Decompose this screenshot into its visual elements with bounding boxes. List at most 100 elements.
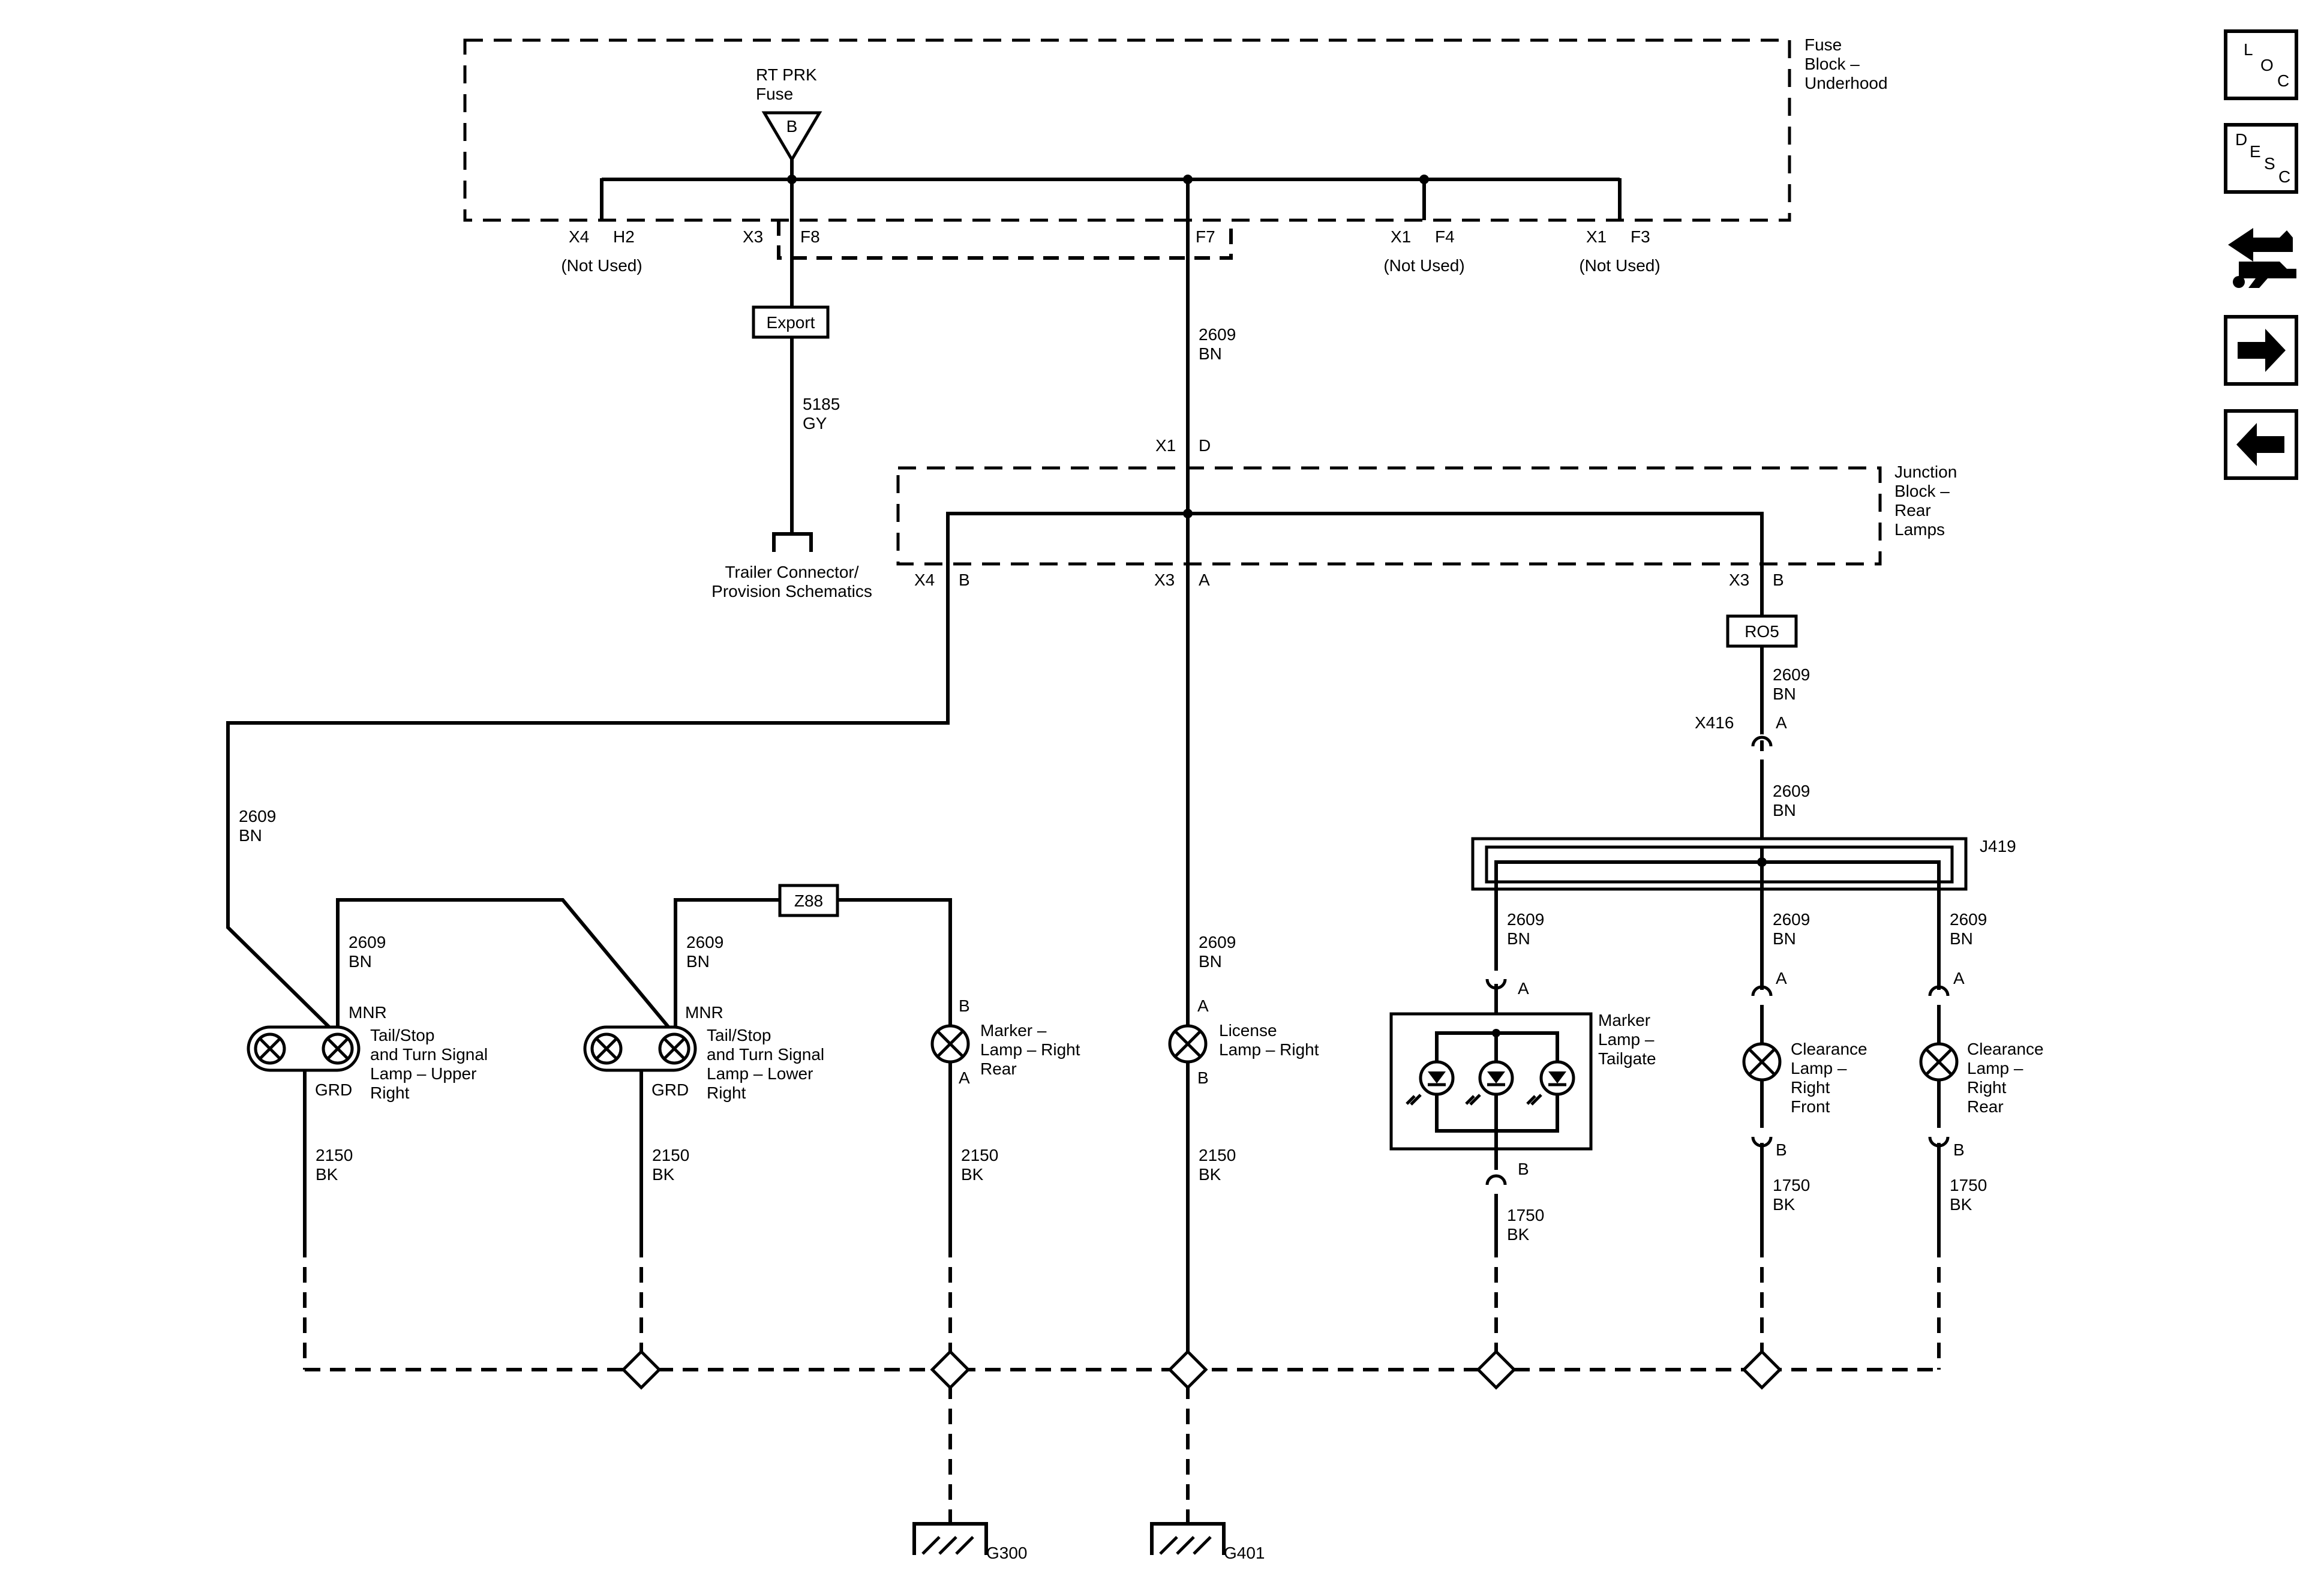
wire-2609-bn-tail-upper — [226, 564, 950, 1037]
svg-text:X1: X1 — [1391, 227, 1411, 246]
led-icon — [1465, 1060, 1514, 1106]
svg-text:Export: Export — [767, 313, 815, 332]
svg-text:B: B — [1773, 571, 1784, 589]
previous-page-button[interactable] — [2224, 409, 2298, 480]
pin-a: A — [1197, 996, 1209, 1015]
fuse-block-pin-labels: X4 H2 (Not Used) X3 F8 F7 X1 F4 (Not Use… — [561, 227, 1660, 275]
location-button[interactable]: L O C — [2224, 29, 2298, 100]
svg-text:X3: X3 — [1154, 571, 1175, 589]
junction-input-pin-terminal: D — [1199, 436, 1211, 455]
trailer-connector-label: Trailer Connector/Provision Schematics — [711, 563, 872, 601]
svg-text:E: E — [2250, 142, 2261, 161]
tail-stop-turn-lamp-lower-right[interactable] — [583, 1025, 697, 1072]
svg-text:F7: F7 — [1196, 227, 1215, 246]
x416-inline-connector[interactable] — [1750, 734, 1774, 760]
j419-label: J419 — [1980, 837, 2016, 855]
svg-text:B: B — [959, 571, 970, 589]
svg-text:(Not Used): (Not Used) — [561, 256, 642, 275]
z88-option-box[interactable]: Z88 — [778, 884, 839, 917]
tail-stop-turn-lamp-upper-right[interactable] — [247, 1025, 361, 1072]
splice-diamonds — [621, 1349, 1782, 1390]
pin-b: B — [1953, 1140, 1965, 1159]
svg-text:F3: F3 — [1631, 227, 1650, 246]
svg-text:X3: X3 — [1729, 571, 1749, 589]
junction-input-pin-connector: X1 — [1155, 436, 1176, 455]
bus-junction-dot — [1419, 175, 1429, 184]
ground-g401-label: G401 — [1224, 1544, 1265, 1562]
clearance-lamp-right-front[interactable] — [1742, 1042, 1782, 1082]
svg-text:H2: H2 — [613, 227, 635, 246]
connector-hand-icon[interactable] — [2228, 228, 2296, 288]
trailer-connector-icon[interactable] — [772, 532, 813, 552]
svg-text:O: O — [2260, 56, 2274, 74]
wire-2609-bn-marker-rear — [837, 898, 952, 1026]
clearance-lamp-right-rear[interactable] — [1919, 1042, 1959, 1082]
pin-a: A — [959, 1068, 970, 1087]
ground-g401-icon[interactable] — [1150, 1522, 1226, 1555]
pin-mnr: MNR — [685, 1003, 723, 1022]
pin-grd: GRD — [315, 1080, 352, 1099]
pin-mnr: MNR — [349, 1003, 387, 1022]
svg-text:B: B — [786, 117, 798, 136]
marker-lamp-right-rear[interactable] — [930, 1024, 970, 1064]
license-lamp-right[interactable] — [1168, 1024, 1208, 1064]
desc-icon: D E S C — [2235, 130, 2290, 186]
pin-a: A — [1518, 979, 1529, 998]
svg-text:X1: X1 — [1586, 227, 1607, 246]
svg-text:F4: F4 — [1435, 227, 1455, 246]
svg-text:X4: X4 — [569, 227, 589, 246]
pin-grd: GRD — [651, 1080, 689, 1099]
junction-bus-dot — [1183, 509, 1193, 518]
led-icon — [1526, 1060, 1575, 1106]
pin-a: A — [1953, 969, 1965, 987]
wire-2609-bn-z88 — [674, 898, 780, 1035]
pin-b: B — [1197, 1068, 1209, 1087]
connector-pin-b — [1485, 1174, 1507, 1185]
svg-text:X3: X3 — [743, 227, 763, 246]
svg-text:A: A — [1199, 571, 1210, 589]
svg-text:L: L — [2244, 40, 2253, 59]
svg-text:D: D — [2235, 130, 2247, 149]
description-button[interactable]: D E S C — [2224, 123, 2298, 194]
svg-text:C: C — [2278, 167, 2290, 186]
svg-text:(Not Used): (Not Used) — [1579, 256, 1660, 275]
marker-lamp-tailgate[interactable] — [1389, 1012, 1593, 1151]
ro5-option-box[interactable]: RO5 — [1726, 614, 1798, 648]
svg-text:F8: F8 — [800, 227, 820, 246]
export-option-path — [777, 220, 1233, 260]
export-option-box[interactable]: Export — [752, 305, 830, 339]
splice-dot — [1757, 857, 1767, 867]
svg-text:X4: X4 — [914, 571, 935, 589]
junction-bus — [946, 512, 1764, 564]
next-page-button[interactable] — [2224, 315, 2298, 386]
loc-icon: L O C — [2244, 40, 2289, 90]
junction-block-pin-labels: X4 B X3 A X3 B — [914, 571, 1784, 589]
wire-2609-bn-tail-lower — [336, 898, 677, 1037]
pin-b: B — [959, 996, 970, 1015]
led-icon — [1406, 1060, 1455, 1106]
ground-g300-icon[interactable] — [912, 1522, 988, 1555]
arrow-right-icon — [2238, 329, 2286, 372]
